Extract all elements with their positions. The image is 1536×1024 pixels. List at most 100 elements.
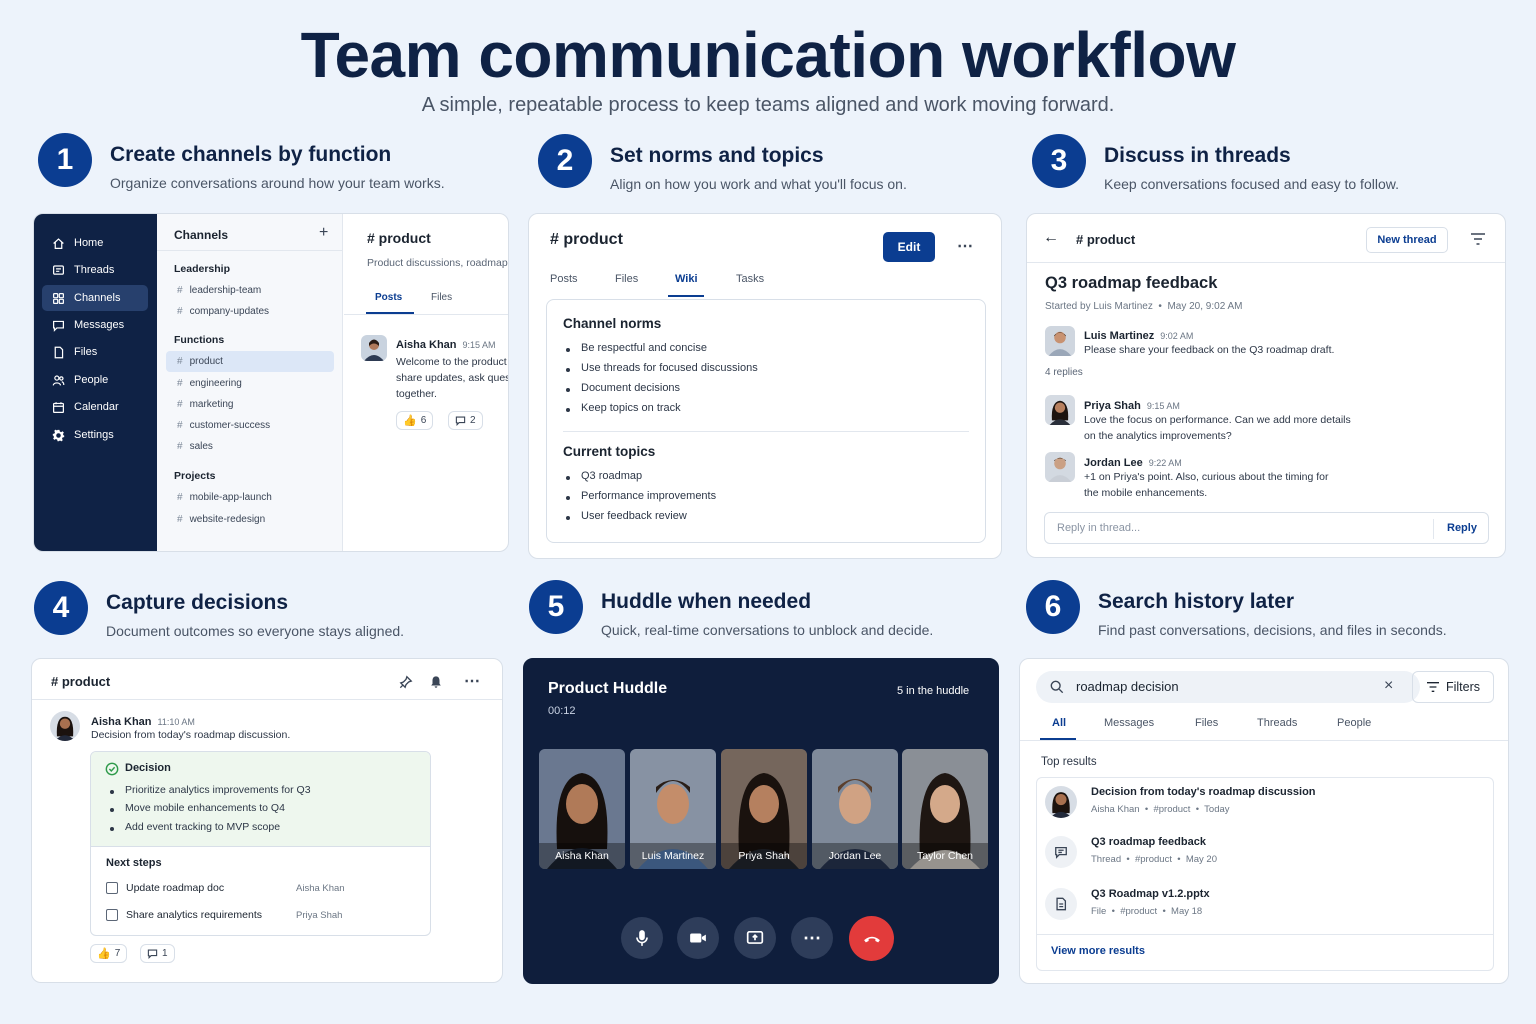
participant-tile[interactable]: Luis Martinez [630,749,716,869]
comment-icon [147,949,158,959]
home-icon [53,237,64,249]
tab-files[interactable]: Files [1195,717,1219,729]
reaction-thumbsup[interactable]: 👍6 [396,411,434,430]
end-call-button[interactable] [849,916,894,961]
more-icon[interactable]: ⋯ [957,238,973,255]
reply-input[interactable]: Reply in thread... Reply [1044,512,1489,544]
view-more-link[interactable]: View more results [1051,945,1145,957]
sidebar-item-threads[interactable]: Threads [42,257,148,283]
calendar-icon [53,401,64,413]
hang-up-icon [863,936,880,942]
step-number: 1 [38,133,92,187]
channel-item[interactable]: #company-updates [166,301,334,322]
more-icon[interactable]: ⋯ [464,673,480,690]
back-arrow-icon[interactable]: ← [1043,229,1059,246]
filter-icon[interactable] [1470,232,1486,246]
hash-icon: # [177,399,183,410]
reaction-thumbsup[interactable]: 👍7 [90,944,128,963]
tab-wiki[interactable]: Wiki [675,273,698,285]
add-channel-button[interactable]: + [319,224,329,241]
participant-tile[interactable]: Priya Shah [721,749,807,869]
step-desc: Align on how you work and what you'll fo… [610,176,907,192]
top-results-title: Top results [1041,756,1097,768]
channel-item[interactable]: #mobile-app-launch [166,487,334,508]
step-5: 5 Huddle when needed Quick, real-time co… [529,580,989,644]
tab-people[interactable]: People [1337,717,1372,729]
reaction-replies[interactable]: 2 [448,411,483,430]
tab-files[interactable]: Files [431,292,453,303]
reaction-count: 1 [162,948,168,959]
channel-item[interactable]: #leadership-team [166,280,334,301]
message-line: on the analytics improvements? [1084,430,1232,442]
channel-item[interactable]: #website-redesign [166,509,334,530]
channel-item-active[interactable]: #product [166,351,334,372]
edit-button[interactable]: Edit [883,232,935,262]
norm-item: Be respectful and concise [566,342,707,354]
file-icon [54,346,64,358]
channel-item[interactable]: #customer-success [166,415,334,436]
mic-button[interactable] [621,917,663,959]
sidebar-item-files[interactable]: Files [42,339,148,365]
clear-icon[interactable]: × [1384,677,1394,694]
author-name: Priya Shah [1084,400,1141,412]
checkbox[interactable] [106,909,118,921]
camera-button[interactable] [677,917,719,959]
reaction-replies[interactable]: 1 [140,944,175,963]
tab-all[interactable]: All [1052,717,1067,729]
tab-files[interactable]: Files [615,273,639,285]
participant-tile[interactable]: Jordan Lee [812,749,898,869]
sidebar-item-messages[interactable]: Messages [42,312,148,338]
hash-icon: # [177,378,183,389]
sidebar-item-home[interactable]: Home [42,230,148,256]
tab-threads[interactable]: Threads [1257,717,1298,729]
more-button[interactable]: ⋯ [791,917,833,959]
tab-posts[interactable]: Posts [375,292,403,303]
divider [563,431,969,432]
topic-item: Performance improvements [565,490,717,502]
sidebar: Home Threads Channels Messages Files Peo… [34,214,157,551]
result-icon [1045,836,1077,868]
sidebar-item-calendar[interactable]: Calendar [42,394,148,420]
channel-item[interactable]: # engineering [166,373,334,394]
thread-meta: Started by Luis Martinez • May 20, 9:02 … [1045,301,1243,312]
search-result[interactable]: Q3 Roadmap v1.2.pptx File • #product • M… [1037,880,1494,930]
participant-name: Taylor Chen [902,843,988,869]
participant-tile[interactable]: Taylor Chen [902,749,988,869]
search-icon [1050,680,1064,694]
divider [32,699,502,700]
reply-placeholder: Reply in thread... [1057,522,1141,534]
checkbox[interactable] [106,882,118,894]
channel-label: engineering [189,378,242,389]
next-step-row[interactable]: Update roadmap doc Aisha Khan [91,881,430,897]
bell-icon[interactable] [429,675,443,689]
search-result[interactable]: Q3 roadmap feedback Thread • #product • … [1037,828,1494,878]
channel-item[interactable]: #sales [166,436,334,457]
pin-icon[interactable] [399,675,413,689]
tab-posts[interactable]: Posts [550,273,578,285]
sidebar-item-channels[interactable]: Channels [42,285,148,311]
sidebar-item-label: Home [74,237,104,249]
check-circle-icon [105,762,119,776]
next-step-row[interactable]: Share analytics requirements Priya Shah [91,908,430,924]
search-input[interactable]: roadmap decision × [1036,671,1420,703]
new-thread-button[interactable]: New thread [1366,227,1448,253]
task-owner: Aisha Khan [296,883,345,894]
section-projects: Projects [174,470,216,482]
channel-item[interactable]: #marketing [166,394,334,415]
screen-share-button[interactable] [734,917,776,959]
tab-tasks[interactable]: Tasks [736,273,765,285]
author-name: Aisha Khan [396,339,457,351]
sidebar-item-people[interactable]: People [42,367,148,393]
reply-button[interactable]: Reply [1447,522,1477,534]
step-number: 5 [529,580,583,634]
participant-tile[interactable]: Aisha Khan [539,749,625,869]
search-result[interactable]: Decision from today's roadmap discussion… [1037,778,1494,828]
tab-messages[interactable]: Messages [1104,717,1155,729]
filters-button[interactable]: Filters [1412,671,1494,703]
step-1: 1 Create channels by function Organize c… [38,133,498,197]
sidebar-item-settings[interactable]: Settings [42,422,148,448]
thread-icon [1055,846,1067,859]
filter-icon [1426,682,1439,692]
replies-count[interactable]: 4 replies [1045,367,1083,378]
